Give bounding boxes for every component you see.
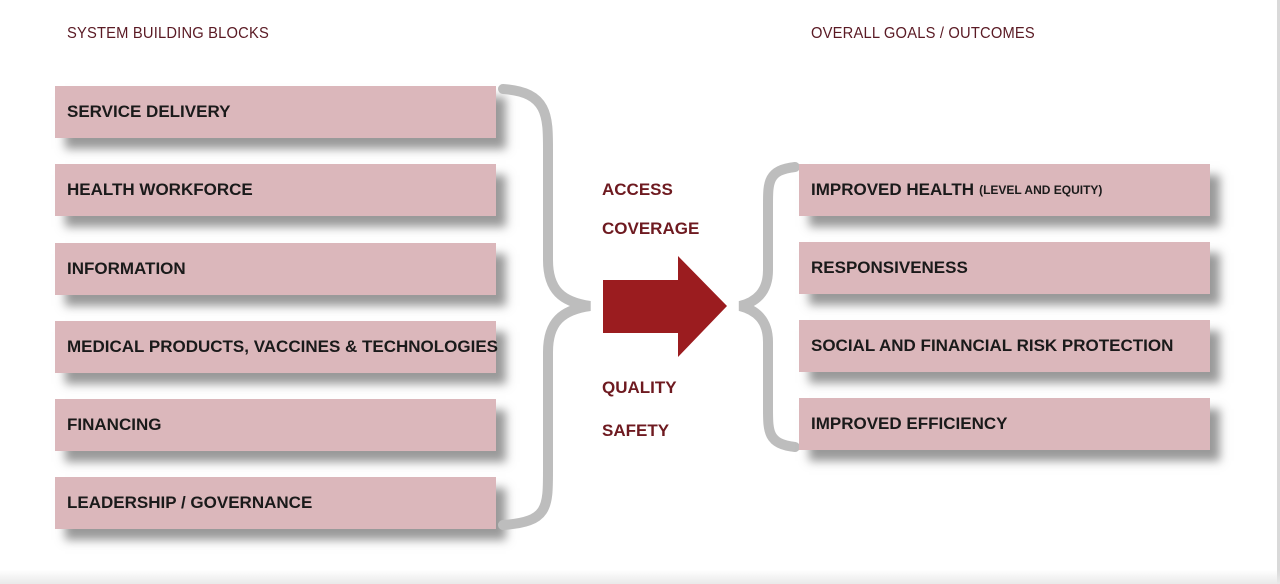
intermediate-quality: QUALITY	[602, 378, 677, 397]
building-block-label: HEALTH WORKFORCE	[67, 180, 253, 199]
goal-label: RESPONSIVENESS	[811, 258, 968, 277]
right-arrow-icon	[603, 256, 727, 357]
goal-label: SOCIAL AND FINANCIAL RISK PROTECTION	[811, 336, 1174, 355]
right-edge-divider	[1277, 0, 1280, 584]
building-block-service-delivery: SERVICE DELIVERY	[55, 86, 496, 138]
goal-improved-health: IMPROVED HEALTH (LEVEL AND EQUITY)	[799, 164, 1210, 216]
goal-responsiveness: RESPONSIVENESS	[799, 242, 1210, 294]
goal-note: (LEVEL AND EQUITY)	[979, 183, 1103, 197]
closing-brace-icon	[498, 84, 591, 530]
intermediate-access: ACCESS	[602, 180, 673, 199]
building-block-information: INFORMATION	[55, 243, 496, 295]
building-block-financing: FINANCING	[55, 399, 496, 451]
building-blocks-heading: SYSTEM BUILDING BLOCKS	[67, 25, 270, 42]
building-block-label: INFORMATION	[67, 259, 186, 278]
building-block-label: SERVICE DELIVERY	[67, 102, 231, 121]
goals-heading: OVERALL GOALS / OUTCOMES	[811, 25, 1035, 42]
building-block-health-workforce: HEALTH WORKFORCE	[55, 164, 496, 216]
goal-label: IMPROVED HEALTH	[811, 180, 975, 199]
building-block-label: MEDICAL PRODUCTS, VACCINES & TECHNOLOGIE…	[67, 337, 499, 356]
building-block-label: LEADERSHIP / GOVERNANCE	[67, 493, 313, 512]
bottom-edge-shading	[0, 570, 1280, 584]
building-block-leadership-governance: LEADERSHIP / GOVERNANCE	[55, 477, 496, 529]
opening-brace-icon	[738, 162, 800, 452]
building-block-label: FINANCING	[67, 415, 162, 434]
goal-improved-efficiency: IMPROVED EFFICIENCY	[799, 398, 1210, 450]
intermediate-safety: SAFETY	[602, 421, 670, 440]
goal-risk-protection: SOCIAL AND FINANCIAL RISK PROTECTION	[799, 320, 1210, 372]
goal-label: IMPROVED EFFICIENCY	[811, 414, 1008, 433]
intermediate-coverage: COVERAGE	[602, 219, 700, 238]
building-block-medical-products: MEDICAL PRODUCTS, VACCINES & TECHNOLOGIE…	[55, 321, 499, 373]
